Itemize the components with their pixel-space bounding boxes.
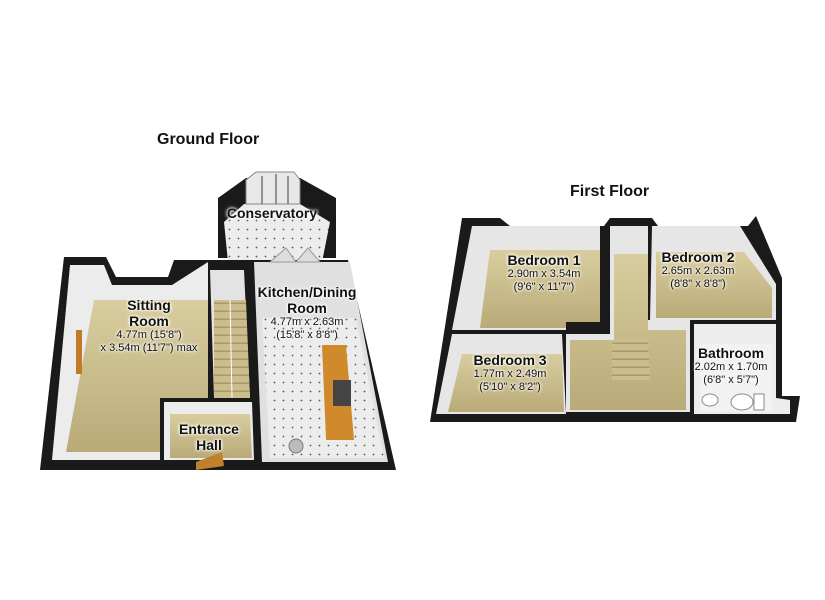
- room-dimensions: 2.65m x 2.63m: [661, 265, 735, 278]
- room-dimensions: (9'6" x 11'7"): [513, 280, 575, 293]
- bathroom-area: [694, 324, 790, 414]
- kitchen-dining-area: [254, 247, 388, 462]
- room-name: Bathroom: [697, 345, 765, 361]
- first-floor-title: First Floor: [570, 183, 650, 200]
- room-name: Sitting: [127, 297, 171, 313]
- room-dimensions: 2.02m x 1.70m: [694, 361, 768, 374]
- room-dimensions: 1.77m x 2.49m: [473, 368, 547, 381]
- room-dimensions: (5'10" x 8'2"): [479, 380, 541, 393]
- bedroom-2-label: Bedroom 2 2.65m x 2.63m (8'8" x 8'8"): [640, 249, 756, 290]
- first-floor-plan: [430, 216, 800, 422]
- hob-icon: [333, 380, 351, 406]
- kitchen-dining-label: Kitchen/Dining Room 4.77m x 2.63m (15'8"…: [246, 284, 368, 341]
- conservatory-label: Conservatory: [208, 205, 336, 221]
- ground-floor-title: Ground Floor: [157, 131, 260, 148]
- first-floor-stairs: [612, 340, 650, 380]
- front-door-icon: [196, 452, 224, 470]
- room-dimensions: 4.77m x 2.63m: [270, 316, 344, 329]
- room-dimensions: (15'8" x 8'8"): [276, 328, 338, 341]
- toilet-icon: [730, 393, 754, 411]
- conservatory-area: [218, 171, 336, 262]
- room-name: Bedroom 2: [661, 249, 735, 265]
- bedroom-3-label: Bedroom 3 1.77m x 2.49m (5'10" x 8'2"): [452, 352, 568, 393]
- bedroom-3-area: [436, 334, 566, 414]
- room-dimensions: (6'8" x 5'7"): [703, 373, 759, 386]
- room-dimensions: x 3.54m (11'7") max: [100, 341, 198, 354]
- bedroom-1-area: [452, 226, 600, 330]
- room-name: Hall: [196, 437, 222, 454]
- bedroom-2-area: [650, 226, 776, 320]
- bathroom-label: Bathroom 2.02m x 1.70m (6'8" x 5'7"): [676, 345, 786, 386]
- room-name: Entrance: [179, 421, 239, 437]
- ground-floor-plan: [40, 171, 396, 470]
- sink-icon: [288, 438, 304, 454]
- room-name: Kitchen/Dining: [257, 284, 357, 300]
- sitting-room-area: [52, 262, 208, 460]
- room-dimensions: 4.77m (15'8"): [116, 329, 182, 342]
- bedroom-1-label: Bedroom 1 2.90m x 3.54m (9'6" x 11'7"): [484, 252, 604, 293]
- basin-icon: [701, 393, 719, 407]
- entrance-hall-label: Entrance Hall: [168, 421, 250, 453]
- room-name: Bedroom 3: [473, 352, 547, 368]
- room-name: Bedroom 1: [507, 252, 581, 268]
- room-name: Conservatory: [226, 205, 318, 221]
- sitting-room-label: Sitting Room 4.77m (15'8") x 3.54m (11'7…: [84, 297, 214, 354]
- room-name: Room: [129, 313, 169, 330]
- landing-area: [566, 226, 690, 412]
- ground-stairs: [210, 270, 250, 399]
- entrance-hall-area: [164, 402, 254, 470]
- room-name: Room: [287, 300, 327, 317]
- room-dimensions: 2.90m x 3.54m: [507, 268, 581, 281]
- fireplace-icon: [76, 330, 82, 374]
- room-dimensions: (8'8" x 8'8"): [670, 277, 726, 290]
